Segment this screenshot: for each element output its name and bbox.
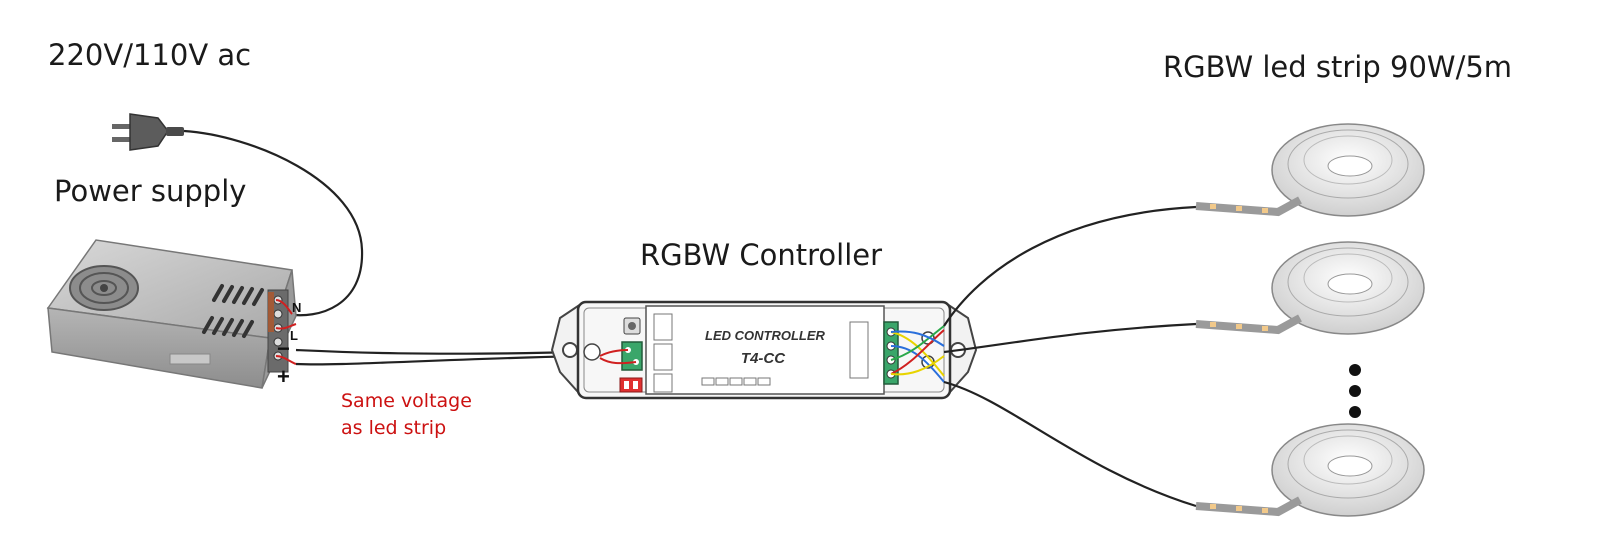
output-cable-1 [943, 205, 1197, 327]
power-supply-unit: N L − + [46, 239, 301, 389]
voltage-note-line2: as led strip [341, 417, 447, 439]
led-strip-reel-3 [1195, 423, 1425, 517]
dc-cable-negative [295, 348, 626, 355]
led-strip-reel-1 [1195, 123, 1425, 217]
output-cable-2 [943, 322, 1197, 354]
more-strips-ellipsis [1349, 364, 1361, 418]
led-strip-label: RGBW led strip 90W/5m [1163, 50, 1513, 84]
led-strip-reel-2 [1195, 241, 1425, 335]
terminal-n-label: N [292, 300, 301, 315]
terminal-minus-label: − [277, 336, 290, 361]
psu-terminal-block [267, 289, 289, 373]
controller-model: T4-CC [741, 350, 786, 367]
psu-vents [202, 284, 264, 338]
psu-fan-icon [69, 265, 139, 311]
terminal-l-label: L [290, 328, 298, 343]
rgbw-controller: LED CONTROLLER T4-CC [550, 300, 978, 400]
dc-cable-positive [295, 354, 626, 366]
voltage-note: Same voltage as led strip [341, 388, 472, 442]
power-supply-label: Power supply [54, 174, 247, 208]
controller-title: LED CONTROLLER [705, 328, 825, 343]
controller-label: RGBW Controller [640, 238, 883, 272]
mains-cable [183, 129, 364, 317]
terminal-plus-label: + [277, 364, 290, 389]
output-cable-3 [943, 380, 1197, 508]
mains-voltage-label: 220V/110V ac [48, 38, 252, 72]
voltage-note-line1: Same voltage [341, 390, 472, 412]
mains-plug [112, 113, 184, 151]
